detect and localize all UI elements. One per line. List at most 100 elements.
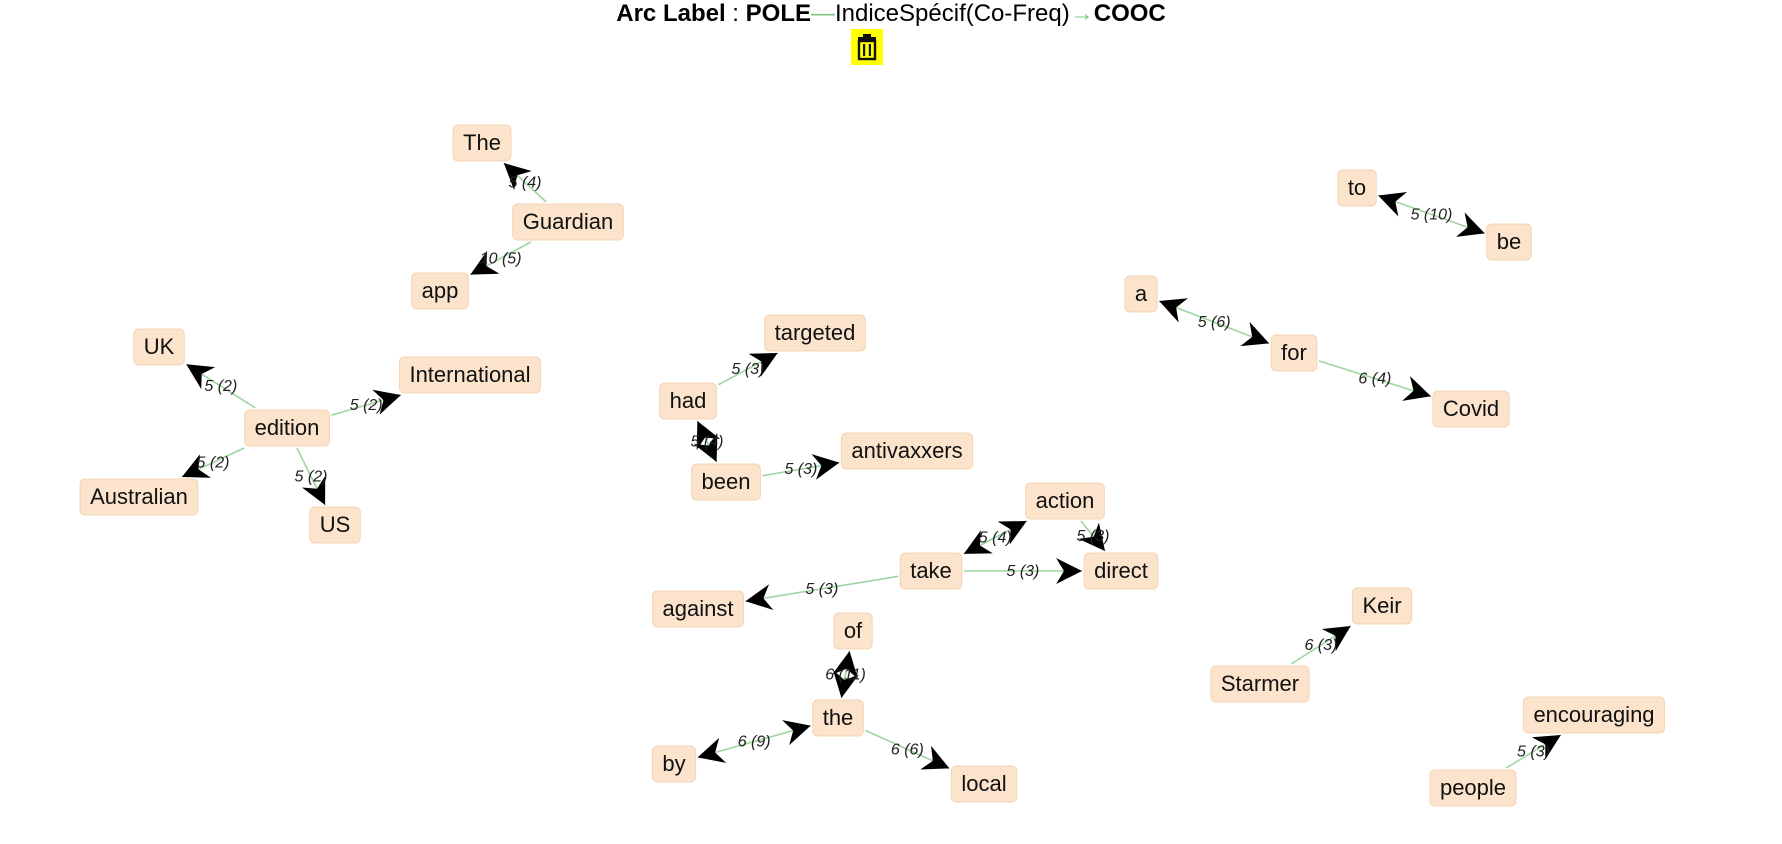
edge-of-the[interactable]: 6 (11)	[825, 650, 866, 699]
node-box	[512, 203, 624, 241]
edge-for-Covid[interactable]: 6 (4)	[1318, 360, 1432, 401]
arc-label-title: Arc Label	[616, 0, 726, 27]
node-Australian[interactable]: Australian	[79, 478, 199, 516]
node-label: Starmer	[1221, 671, 1299, 696]
edge-action-direct[interactable]: 5 (3)	[1077, 520, 1110, 552]
node-box	[411, 272, 469, 310]
node-Keir[interactable]: Keir	[1351, 587, 1413, 625]
node-label: for	[1281, 340, 1307, 365]
node-Covid[interactable]: Covid	[1432, 390, 1510, 428]
edge-had-been[interactable]: 5 (4)	[691, 420, 724, 463]
node-box	[1337, 169, 1377, 207]
edge-label: 5 (2)	[204, 378, 237, 395]
node-targeted[interactable]: targeted	[764, 314, 866, 352]
edge-label: 5 (2)	[350, 397, 383, 414]
edge-take-direct[interactable]: 5 (3)	[963, 558, 1083, 584]
edge-had-targeted[interactable]: 5 (3)	[717, 352, 779, 386]
node-The[interactable]: The	[452, 124, 512, 162]
edge-edition-US[interactable]: 5 (2)	[295, 447, 328, 506]
node-local[interactable]: local	[950, 765, 1018, 803]
node-direct[interactable]: direct	[1083, 552, 1159, 590]
node-label: targeted	[775, 320, 856, 345]
node-label: been	[702, 469, 751, 494]
node-of[interactable]: of	[833, 612, 873, 650]
node-label: Keir	[1362, 593, 1401, 618]
node-label: International	[409, 362, 530, 387]
edge-a-for[interactable]: 5 (6)	[1158, 298, 1270, 347]
edge-label: 6 (11)	[825, 667, 866, 684]
node-action[interactable]: action	[1025, 482, 1105, 520]
arrow-icon: —	[810, 0, 835, 27]
node-US[interactable]: US	[309, 506, 361, 544]
node-Guardian[interactable]: Guardian	[512, 203, 624, 241]
node-box	[398, 356, 542, 394]
node-for[interactable]: for	[1270, 334, 1318, 372]
edge-edition-Australian[interactable]: 5 (2)	[181, 447, 245, 478]
node-edition[interactable]: edition	[244, 409, 330, 447]
node-take[interactable]: take	[899, 552, 963, 590]
edge-to-be[interactable]: 5 (10)	[1377, 191, 1486, 237]
node-label: to	[1348, 175, 1366, 200]
node-encouraging[interactable]: encouraging	[1522, 696, 1666, 734]
node-box	[1432, 390, 1510, 428]
node-label: US	[320, 512, 351, 537]
node-against[interactable]: against	[652, 590, 744, 628]
node-UK[interactable]: UK	[133, 328, 185, 366]
node-the[interactable]: the	[812, 699, 864, 737]
edge-label: 5 (4)	[979, 529, 1012, 546]
edge-label: 5 (10)	[1411, 206, 1453, 223]
edge-line	[181, 447, 245, 478]
edge-take-against[interactable]: 5 (3)	[745, 575, 899, 610]
node-a[interactable]: a	[1124, 275, 1158, 313]
node-box	[1083, 552, 1159, 590]
edge-edition-UK[interactable]: 5 (2)	[185, 363, 256, 409]
node-box	[1522, 696, 1666, 734]
node-by[interactable]: by	[651, 745, 697, 783]
edge-label: 5 (2)	[295, 469, 328, 486]
edge-line	[296, 447, 326, 506]
edge-label: 5 (3)	[1006, 563, 1039, 580]
edge-people-encouraging[interactable]: 5 (3)	[1505, 734, 1562, 769]
node-label: antivaxxers	[851, 438, 962, 463]
node-Starmer[interactable]: Starmer	[1210, 665, 1310, 703]
edge-label: 6 (9)	[738, 734, 771, 751]
trash-button[interactable]	[851, 29, 883, 65]
edge-line	[762, 454, 840, 480]
edge-label: 6 (4)	[1358, 371, 1391, 388]
edge-label: 5 (3)	[1077, 528, 1110, 545]
arrow-right-icon: →	[1069, 0, 1094, 27]
node-had[interactable]: had	[659, 382, 717, 420]
edge-edition-International[interactable]: 5 (2)	[331, 389, 402, 416]
node-box	[79, 478, 199, 516]
node-people[interactable]: people	[1429, 769, 1517, 807]
node-box	[452, 124, 512, 162]
node-label: against	[663, 596, 734, 621]
edge-the-by[interactable]: 6 (9)	[697, 720, 811, 763]
edge-line	[1158, 298, 1270, 347]
node-box	[1270, 334, 1318, 372]
node-been[interactable]: been	[691, 463, 761, 501]
node-International[interactable]: International	[398, 356, 542, 394]
edge-label: 10 (5)	[480, 250, 522, 267]
node-box	[659, 382, 717, 420]
node-app[interactable]: app	[411, 272, 469, 310]
node-be[interactable]: be	[1486, 223, 1532, 261]
edge-been-antivaxxers[interactable]: 5 (3)	[762, 454, 840, 480]
node-antivaxxers[interactable]: antivaxxers	[840, 432, 974, 470]
edge-label: 5 (3)	[1517, 744, 1550, 761]
edge-Guardian-The[interactable]: 5 (4)	[503, 162, 547, 203]
edge-take-action[interactable]: 5 (4)	[963, 520, 1028, 555]
node-box	[899, 552, 963, 590]
edge-Starmer-Keir[interactable]: 6 (3)	[1290, 625, 1352, 665]
edge-the-local[interactable]: 6 (6)	[864, 729, 950, 770]
node-label: action	[1036, 488, 1095, 513]
node-label: by	[662, 751, 685, 776]
node-to[interactable]: to	[1337, 169, 1377, 207]
edge-line	[469, 241, 532, 276]
node-box	[652, 590, 744, 628]
measure-label: IndiceSpécif(Co-Freq)	[834, 0, 1070, 27]
node-label: take	[910, 558, 952, 583]
edge-Guardian-app[interactable]: 10 (5)	[469, 241, 532, 276]
arc-label-header: Arc Label : POLE—IndiceSpécif(Co-Freq)→C…	[0, 0, 1782, 28]
node-box	[812, 699, 864, 737]
